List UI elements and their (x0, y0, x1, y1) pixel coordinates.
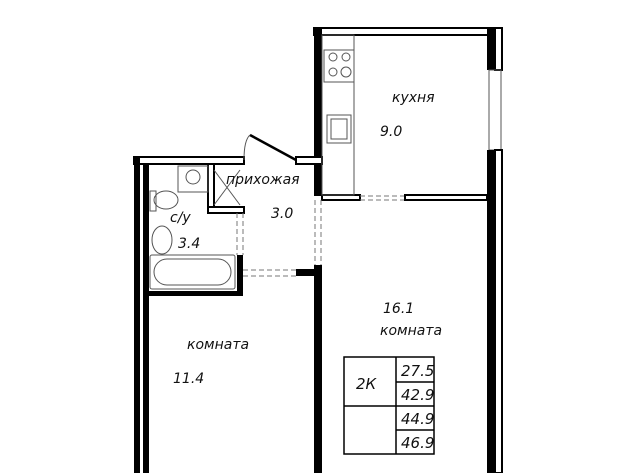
area-value: 44.9 (401, 410, 434, 428)
area-value: 42.9 (401, 386, 434, 404)
fixtures (149, 34, 355, 290)
room-large-area: 16.1 (383, 301, 414, 317)
walls (133, 27, 503, 473)
bathroom-name: с/у (170, 210, 191, 226)
apartment-type: 2К (356, 375, 378, 393)
kitchen-name: кухня (392, 90, 435, 106)
washbasin-icon (151, 225, 173, 255)
area-value: 46.9 (401, 434, 434, 452)
washing-machine-icon (177, 165, 209, 193)
kitchen-area: 9.0 (380, 124, 402, 140)
area-summary-table: 2К 27.5 42.9 44.9 46.9 (343, 356, 435, 455)
toilet-icon (153, 190, 179, 210)
room-small-name: комната (187, 337, 249, 353)
bathtub-icon (149, 254, 236, 290)
hallway-name: прихожая (226, 172, 300, 188)
bathroom-area: 3.4 (178, 236, 200, 252)
area-value: 27.5 (401, 362, 434, 380)
hallway-area: 3.0 (271, 206, 293, 222)
room-small-area: 11.4 (173, 371, 204, 387)
room-large-name: комната (380, 323, 442, 339)
sink-icon (326, 114, 352, 144)
